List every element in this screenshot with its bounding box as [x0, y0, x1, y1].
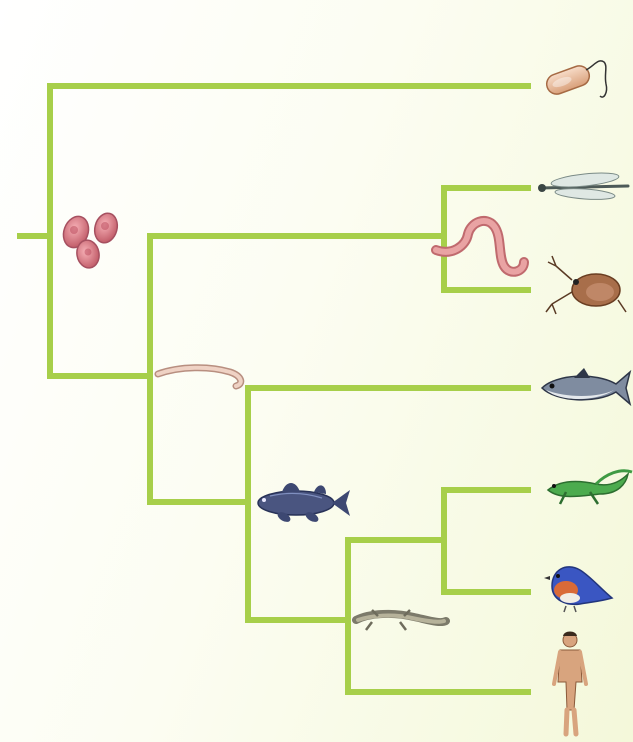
salamander-icon [356, 610, 446, 630]
human-icon [554, 632, 586, 735]
water-flea-icon [546, 256, 626, 314]
yeast-cells-icon [59, 211, 120, 270]
bluebird-icon [544, 567, 612, 612]
lizard-icon [548, 471, 632, 504]
tuna-icon [542, 368, 630, 404]
lobe-finned-fish-icon [258, 483, 350, 524]
earthworm-icon [436, 221, 524, 272]
flatworm-icon [158, 368, 241, 386]
tree-branches [20, 86, 528, 692]
bacterium-icon [544, 61, 607, 97]
dragonfly-icon [538, 170, 628, 201]
